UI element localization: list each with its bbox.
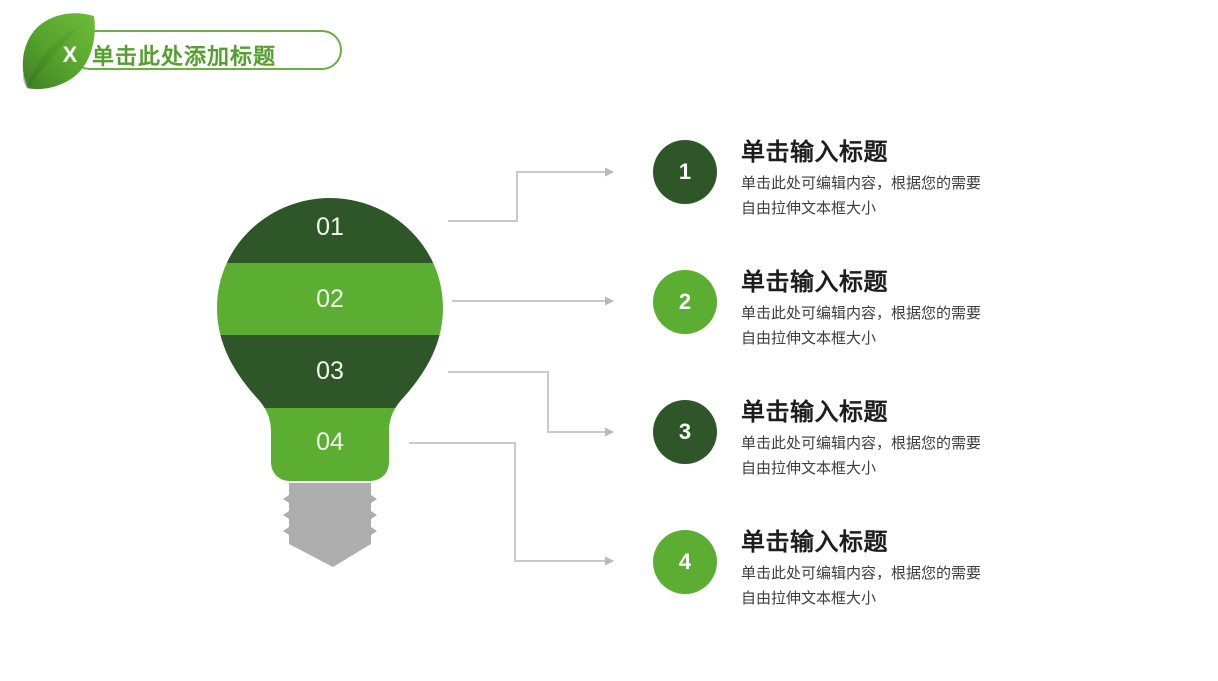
status-badge: 1 [653, 140, 717, 204]
list-item-title: 单击输入标题 [741, 529, 888, 556]
list-item[interactable]: 3 单击输入标题 单击此处可编辑内容，根据您的需要 自由拉伸文本框大小 [653, 398, 1123, 510]
list-item-title: 单击输入标题 [741, 269, 888, 296]
bulb-band-label-2: 02 [316, 285, 344, 313]
list-item-desc-line2: 自由拉伸文本框大小 [741, 460, 877, 477]
connector-1 [448, 167, 614, 222]
list-item-desc-line1: 单击此处可编辑内容，根据您的需要 [741, 305, 982, 322]
list-item-title: 单击输入标题 [741, 139, 888, 166]
list-item-desc-line1: 单击此处可编辑内容，根据您的需要 [741, 175, 982, 192]
list-item-title: 单击输入标题 [741, 399, 888, 426]
bulb-band-label-4: 04 [316, 428, 344, 456]
status-badge: 2 [653, 270, 717, 334]
bulb-band-label-3: 03 [316, 357, 344, 385]
list-item-desc-line2: 自由拉伸文本框大小 [741, 200, 877, 217]
list-item-desc-line1: 单击此处可编辑内容，根据您的需要 [741, 565, 982, 582]
slide-title-bar: X 单击此处添加标题 [18, 12, 348, 90]
leaf-icon [22, 13, 95, 90]
title-pill-outline [70, 30, 342, 70]
bulb-band-2 [217, 263, 443, 335]
page-title: 单击此处添加标题 [92, 44, 277, 69]
list-item-desc-line2: 自由拉伸文本框大小 [741, 590, 877, 607]
list-item[interactable]: 2 单击输入标题 单击此处可编辑内容，根据您的需要 自由拉伸文本框大小 [653, 268, 1123, 380]
list-item-body: 单击输入标题 单击此处可编辑内容，根据您的需要 自由拉伸文本框大小 [741, 138, 1121, 221]
bulb-base [283, 483, 377, 567]
status-badge: 4 [653, 530, 717, 594]
list-item-desc-line2: 自由拉伸文本框大小 [741, 330, 877, 347]
list-item-body: 单击输入标题 单击此处可编辑内容，根据您的需要 自由拉伸文本框大小 [741, 528, 1121, 611]
list-item-desc-line1: 单击此处可编辑内容，根据您的需要 [741, 435, 982, 452]
lightbulb-diagram: 01 02 03 04 [217, 198, 443, 567]
status-badge: 3 [653, 400, 717, 464]
leaf-badge-label: X [62, 42, 78, 67]
bulb-band-label-1: 01 [316, 213, 344, 241]
list-item[interactable]: 4 单击输入标题 单击此处可编辑内容，根据您的需要 自由拉伸文本框大小 [653, 528, 1123, 640]
connector-3 [448, 371, 614, 437]
list-item[interactable]: 1 单击输入标题 单击此处可编辑内容，根据您的需要 自由拉伸文本框大小 [653, 138, 1123, 250]
list-item-body: 单击输入标题 单击此处可编辑内容，根据您的需要 自由拉伸文本框大小 [741, 268, 1121, 351]
list-item-body: 单击输入标题 单击此处可编辑内容，根据您的需要 自由拉伸文本框大小 [741, 398, 1121, 481]
